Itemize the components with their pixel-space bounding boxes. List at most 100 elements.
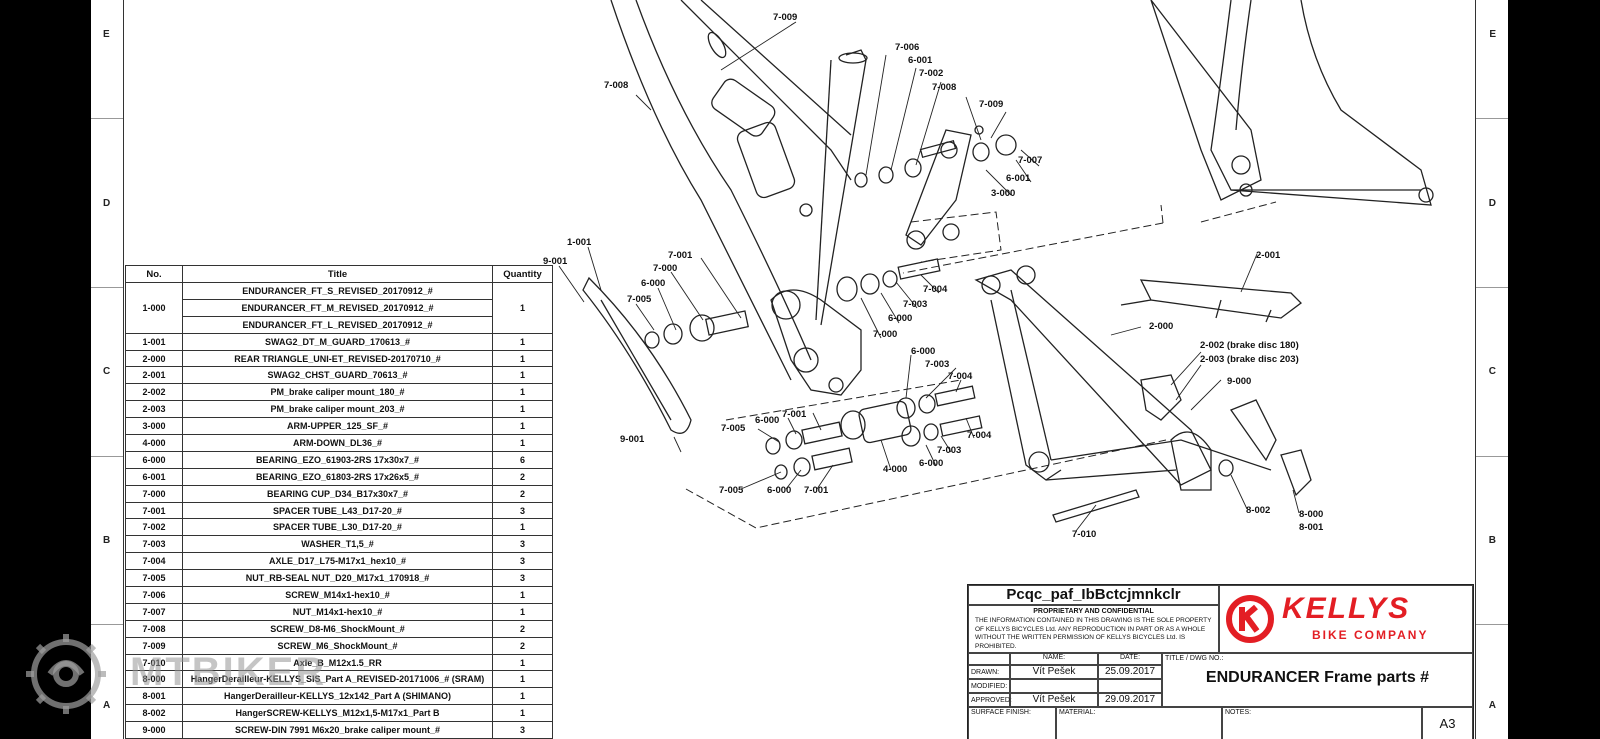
chainstay-guard — [1139, 279, 1302, 319]
approved-name: Vít Pešek — [1010, 693, 1098, 707]
title-label: TITLE / DWG NO.: — [1165, 655, 1224, 662]
bom-cell-no: 7-000 — [125, 484, 183, 503]
callout-2-003: 2-003 (brake disc 203) — [1200, 354, 1299, 365]
bom-cell-qty: 6 — [492, 450, 553, 469]
surface-finish-label: SURFACE FINISH: — [968, 707, 1056, 739]
rear-shock-body — [711, 78, 776, 137]
frame-view-upper-right — [1150, 0, 1262, 201]
bom-cell-qty: 3 — [492, 552, 553, 571]
bom-cell-title: NUT_RB-SEAL NUT_D20_M17x1_170918_# — [182, 569, 493, 588]
bom-cell-no: 8-002 — [125, 704, 183, 723]
table-row: ENDURANCER_FT_M_REVISED_20170912_# — [126, 298, 553, 317]
bill-of-materials-table: No. Title Quantity 1-000 ENDURANCER_FT_S… — [125, 265, 553, 739]
callout-6-000: 6-000 — [767, 485, 791, 496]
bom-cell-no: 2-000 — [125, 349, 183, 368]
bom-cell-no: 9-000 — [125, 721, 183, 739]
callout-7-003: 7-003 — [903, 299, 927, 310]
zone-label-right-a: A — [1488, 700, 1496, 711]
bottom-bracket-area — [770, 289, 862, 396]
bom-cell-title: ENDURANCER_FT_S_REVISED_20170912_# — [182, 282, 493, 300]
zone-label-right-e: E — [1489, 29, 1496, 40]
proprietary-heading: PROPRIETARY AND CONFIDENTIAL — [1033, 608, 1154, 615]
zone-label-left-c: C — [103, 366, 111, 377]
main-pivot-hardware — [644, 258, 941, 349]
callout-7-003: 7-003 — [925, 359, 949, 370]
bom-cell-no: 1-000 — [125, 282, 183, 334]
bom-cell-title: ENDURANCER_FT_L_REVISED_20170912_# — [182, 315, 493, 334]
bom-cell-title: BEARING_EZO_61903-2RS 17x30x7_# — [182, 450, 493, 469]
callout-8-001: 8-001 — [1299, 522, 1324, 533]
bom-cell-no: 3-000 — [125, 417, 183, 436]
bom-cell-qty: 2 — [492, 467, 553, 486]
bom-header-row: No. Title Quantity — [125, 265, 553, 283]
callout-6-000: 6-000 — [911, 346, 935, 357]
callout-6-000: 6-000 — [888, 313, 912, 324]
callout-7-000: 7-000 — [873, 329, 897, 340]
brand-subtitle: BIKE COMPANY — [1312, 628, 1429, 642]
bom-cell-no: 7-005 — [125, 569, 183, 588]
bom-cell-title: NUT_M14x1-hex10_# — [182, 602, 493, 621]
seat-tube-outline — [820, 49, 867, 326]
zone-label-left-b: B — [103, 535, 111, 546]
callout-7-009: 7-009 — [773, 12, 797, 23]
bom-cell-no: 7-010 — [125, 653, 183, 672]
bom-cell-title: SWAG2_CHST_GUARD_70613_# — [182, 366, 493, 385]
bom-cell-qty: 3 — [492, 535, 553, 554]
date-header: DATE: — [1098, 653, 1162, 665]
callout-7-003: 7-003 — [937, 445, 961, 456]
bom-cell-qty: 1 — [492, 417, 553, 436]
callout-7-005: 7-005 — [719, 485, 744, 496]
bom-cell-title: SCREW_D8-M6_ShockMount_# — [182, 619, 493, 638]
bom-cell-no: 7-007 — [125, 602, 183, 621]
bom-cell-qty: 1 — [492, 687, 553, 706]
callout-6-000: 6-000 — [755, 415, 779, 426]
bom-cell-qty: 1 — [492, 602, 553, 621]
bom-cell-qty: 1 — [492, 366, 553, 385]
callout-7-000: 7-000 — [653, 263, 677, 274]
drawn-label: DRAWN: — [968, 665, 1010, 679]
callout-3-000: 3-000 — [991, 188, 1015, 199]
bom-cell-no: 7-001 — [125, 501, 183, 520]
bom-cell-qty: 1 — [492, 349, 553, 368]
zone-label-right-c: C — [1488, 366, 1496, 377]
bom-cell-qty: 2 — [492, 636, 553, 655]
callout-9-000: 9-000 — [1227, 376, 1251, 387]
callout-6-001: 6-001 — [908, 55, 933, 66]
name-header: NAME: — [1010, 653, 1098, 665]
downtube-guard — [582, 276, 692, 434]
bom-cell-no: 2-001 — [125, 366, 183, 385]
bom-cell-no: 2-002 — [125, 383, 183, 402]
zone-label-left-d: D — [103, 198, 111, 209]
bom-cell-no: 7-006 — [125, 586, 183, 604]
bom-cell-qty: 1 — [492, 282, 553, 334]
bom-cell-qty: 1 — [492, 518, 553, 537]
table-row: ENDURANCER_FT_L_REVISED_20170912_# — [126, 315, 553, 334]
zone-label-left-e: E — [103, 29, 110, 40]
bom-cell-qty: 1 — [492, 332, 553, 351]
bom-cell-qty: 1 — [492, 670, 553, 689]
proprietary-text: THE INFORMATION CONTAINED IN THIS DRAWIN… — [975, 617, 1212, 650]
bom-cell-qty: 1 — [492, 586, 553, 604]
lower-arm — [858, 400, 912, 444]
callout-7-005: 7-005 — [721, 423, 746, 434]
callout-8-002: 8-002 — [1246, 505, 1270, 516]
brand-logo: KELLYS BIKE COMPANY — [1219, 585, 1473, 653]
callout-7-002: 7-002 — [919, 68, 943, 79]
gear-logo-icon — [26, 634, 106, 714]
exploded-frame-drawing: 7-009 7-008 7-006 6-001 7-002 7-008 7-00… — [543, 0, 1434, 540]
callout-7-008: 7-008 — [932, 82, 956, 93]
callout-7-004: 7-004 — [948, 371, 973, 382]
